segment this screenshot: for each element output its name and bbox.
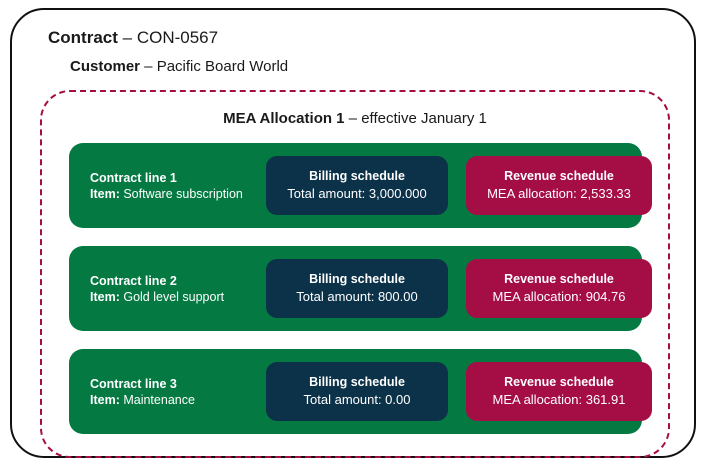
item-value: Gold level support (123, 289, 225, 304)
revenue-schedule-value: MEA allocation: 904.76 (492, 289, 626, 304)
billing-schedule-title: Billing schedule (309, 169, 405, 183)
revenue-schedule-title: Revenue schedule (504, 272, 614, 286)
mea-allocation-label: MEA Allocation 1 (223, 110, 345, 127)
mea-allocation-container: MEA Allocation 1 – effective January 1 C… (40, 90, 670, 458)
item-value: Software subscription (123, 186, 243, 201)
contract-line-row: Contract line 1 Item: Software subscript… (69, 143, 652, 228)
contract-line-item: Item: Gold level support (90, 289, 224, 305)
billing-schedule-value: Total amount: 800.00 (296, 289, 418, 304)
contract-line-item: Item: Software subscription (90, 186, 243, 202)
customer-label: Customer (70, 58, 141, 75)
item-label: Item: (90, 289, 124, 304)
contract-header: Contract – CON-0567 (48, 28, 218, 48)
revenue-schedule-box: Revenue schedule MEA allocation: 361.91 (466, 362, 652, 421)
billing-schedule-value: Total amount: 0.00 (303, 392, 411, 407)
mea-allocation-value: effective January 1 (361, 110, 487, 127)
billing-schedule-value: Total amount: 3,000.000 (287, 186, 427, 201)
contract-line-name: Contract line 3 (90, 376, 177, 391)
contract-value: CON-0567 (136, 28, 219, 47)
billing-schedule-box: Billing schedule Total amount: 800.00 (266, 259, 448, 318)
item-value: Maintenance (123, 392, 195, 407)
mea-allocation-separator: – (344, 110, 362, 127)
customer-header: Customer – Pacific Board World (70, 58, 288, 75)
revenue-schedule-box: Revenue schedule MEA allocation: 2,533.3… (466, 156, 652, 215)
contract-line-info: Contract line 3 Item: Maintenance (90, 376, 195, 408)
revenue-schedule-value: MEA allocation: 361.91 (492, 392, 626, 407)
revenue-schedule-value: MEA allocation: 2,533.33 (487, 186, 631, 201)
item-label: Item: (90, 392, 124, 407)
mea-allocation-title: MEA Allocation 1 – effective January 1 (42, 110, 668, 127)
contract-line-info: Contract line 1 Item: Software subscript… (90, 170, 243, 202)
billing-schedule-title: Billing schedule (309, 375, 405, 389)
revenue-schedule-box: Revenue schedule MEA allocation: 904.76 (466, 259, 652, 318)
contract-line-item: Item: Maintenance (90, 392, 195, 408)
contract-line-name: Contract line 1 (90, 170, 177, 185)
contract-container: Contract – CON-0567 Customer – Pacific B… (10, 8, 696, 458)
contract-separator: – (117, 28, 137, 47)
billing-schedule-box: Billing schedule Total amount: 3,000.000 (266, 156, 448, 215)
contract-line-row: Contract line 3 Item: Maintenance Billin… (69, 349, 652, 434)
revenue-schedule-title: Revenue schedule (504, 375, 614, 389)
contract-label: Contract (48, 28, 118, 47)
contract-line-row: Contract line 2 Item: Gold level support… (69, 246, 652, 331)
revenue-schedule-title: Revenue schedule (504, 169, 614, 183)
billing-schedule-box: Billing schedule Total amount: 0.00 (266, 362, 448, 421)
billing-schedule-title: Billing schedule (309, 272, 405, 286)
customer-value: Pacific Board World (156, 58, 289, 75)
contract-line-name: Contract line 2 (90, 273, 177, 288)
contract-line-info: Contract line 2 Item: Gold level support (90, 273, 224, 305)
contract-lines-list: Contract line 1 Item: Software subscript… (69, 143, 652, 434)
customer-separator: – (140, 58, 157, 75)
item-label: Item: (90, 186, 124, 201)
